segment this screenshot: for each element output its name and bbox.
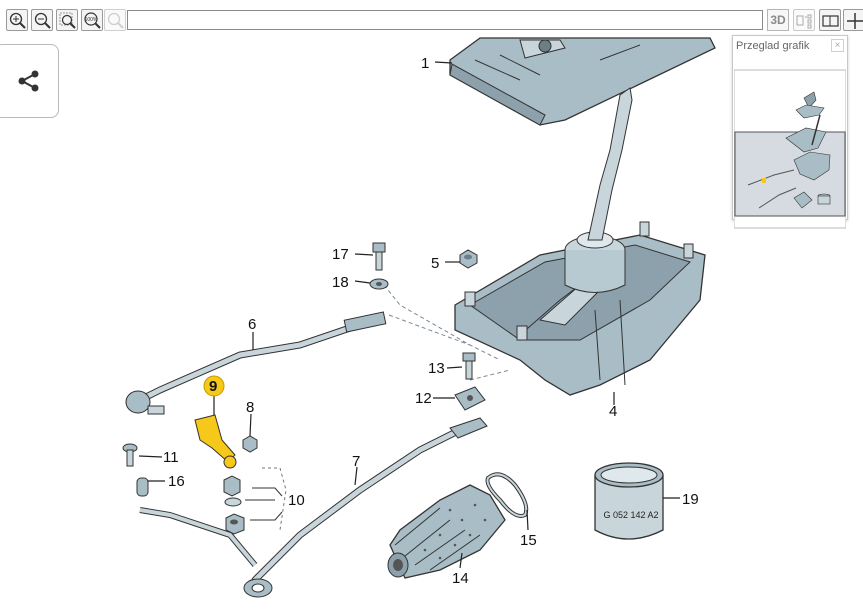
part-11-screw[interactable] [122,443,138,467]
label-15: 15 [520,532,537,549]
parts-diagram: G 052 142 A2 1 4 5 6 7 8 9 10 11 12 13 1… [122,37,716,598]
part-9-highlighted[interactable] [194,414,237,469]
split-view-icon [822,15,839,27]
overview-viewport[interactable] [734,131,846,217]
zoom-fit-icon [59,12,76,29]
label-11: 11 [163,449,179,466]
callout-labels: 1 4 5 6 7 8 9 10 11 12 13 14 15 16 17 18… [163,55,699,587]
callout-lines [138,61,680,569]
part-18-washer[interactable] [369,278,389,290]
label-9: 9 [209,378,217,395]
label-1: 1 [421,55,429,72]
share-icon [18,70,39,92]
split-view-button[interactable] [819,9,841,31]
label-16: 16 [168,473,185,490]
label-12: 12 [415,390,432,407]
label-18: 18 [332,274,349,291]
label-7: 7 [352,453,360,470]
label-14: 14 [452,570,469,587]
overview-title: Przeglad grafik [736,40,810,52]
part-1-cover[interactable] [449,37,716,126]
zoom-out-button[interactable] [31,9,53,31]
part-12-clip[interactable] [454,386,486,411]
share-button[interactable] [0,44,59,118]
part-17-bolt[interactable] [372,242,386,271]
label-5: 5 [431,255,439,272]
part-10-bushings[interactable] [223,467,287,535]
gallery-view-button[interactable] [793,9,815,31]
svg-text:100%: 100% [85,17,98,23]
label-17: 17 [332,246,349,263]
move-button[interactable] [843,9,863,31]
overview-thumbnail[interactable] [734,60,846,238]
part-4-housing[interactable] [454,87,706,396]
label-6: 6 [248,316,256,333]
label-8: 8 [246,399,254,416]
label-9-badge [203,375,225,397]
label-19: 19 [682,491,699,508]
zoom-out-icon [34,12,51,29]
part-15-ring[interactable] [485,472,529,518]
search-input[interactable] [127,10,763,30]
zoom-100-button[interactable]: 100% [81,9,103,31]
part-19-stamp: G 052 142 A2 [603,510,658,520]
move-icon [847,13,863,29]
zoom-fit-button[interactable] [56,9,78,31]
overview-panel: Przeglad grafik × [732,35,848,229]
zoom-in-icon [9,12,26,29]
dashed-guides [383,284,511,381]
part-13-bolt[interactable] [462,352,476,380]
search-icon [107,12,124,29]
part-6-cable[interactable] [125,311,387,415]
zoom-100-icon: 100% [84,12,101,29]
3d-button[interactable]: 3D [767,9,789,31]
gallery-view-icon [796,14,812,29]
search-button[interactable] [104,9,126,31]
toolbar: 100% 3D [0,8,863,32]
overview-close-button[interactable]: × [831,39,844,52]
part-14-boot[interactable] [387,484,506,579]
label-4: 4 [609,403,617,420]
label-10: 10 [288,492,305,509]
part-8-nut[interactable] [242,435,258,453]
part-19-cylinder[interactable]: G 052 142 A2 [594,462,664,540]
part-16-sleeve[interactable] [136,477,149,497]
part-7-cable[interactable] [139,417,488,598]
label-13: 13 [428,360,445,377]
part-5-nut[interactable] [459,249,478,269]
zoom-in-button[interactable] [6,9,28,31]
